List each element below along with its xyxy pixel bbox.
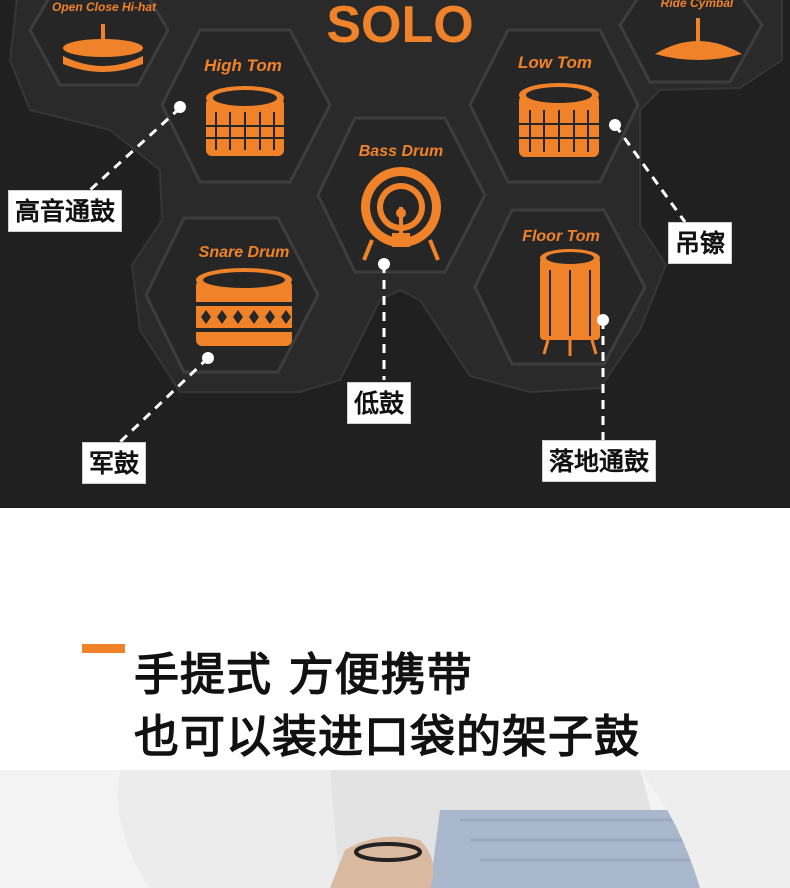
headline-line-1: 手提式 方便携带 [134, 648, 473, 701]
pad-label-ride: Ride Cymbal [661, 0, 734, 10]
low-tom-icon [519, 83, 599, 157]
floor-tom-icon [540, 249, 600, 356]
callout-floor-tom: 落地通鼓 [542, 440, 657, 482]
high-tom-icon [206, 86, 284, 156]
pad-label-snare-drum: Snare Drum [199, 244, 290, 261]
ride-cymbal-icon [655, 18, 742, 60]
callout-snare: 军鼓 [82, 442, 147, 484]
callout-anchor-dots [174, 101, 621, 364]
callout-cymbal: 吊镲 [668, 222, 733, 264]
pad-label-low-tom: Low Tom [518, 53, 592, 72]
snare-drum-icon [196, 268, 292, 346]
hihat-cymbal-icon [63, 24, 143, 72]
pad-label-hihat: Open Close Hi-hat [52, 0, 157, 14]
headline-line-2: 也可以装进口袋的架子鼓 [134, 710, 641, 763]
lifestyle-photo [0, 770, 790, 888]
bass-drum-icon [361, 167, 441, 261]
callout-bass: 低鼓 [347, 382, 412, 424]
callout-leader-lines [88, 106, 687, 444]
pad-label-bass-drum: Bass Drum [359, 143, 443, 160]
callout-high-tom: 高音通鼓 [8, 190, 123, 232]
pad-label-floor-tom: Floor Tom [522, 228, 600, 245]
pad-label-high-tom: High Tom [204, 56, 282, 75]
pad-ride[interactable] [618, 0, 764, 84]
drum-pad-illustration: SOLO Open Close Hi-hat Ride Cymbal High … [8, 0, 783, 444]
brand-logo: SOLO [326, 0, 473, 54]
drum-kit-panel: SOLO Open Close Hi-hat Ride Cymbal High … [0, 0, 790, 508]
headline-accent-bar [82, 644, 125, 653]
